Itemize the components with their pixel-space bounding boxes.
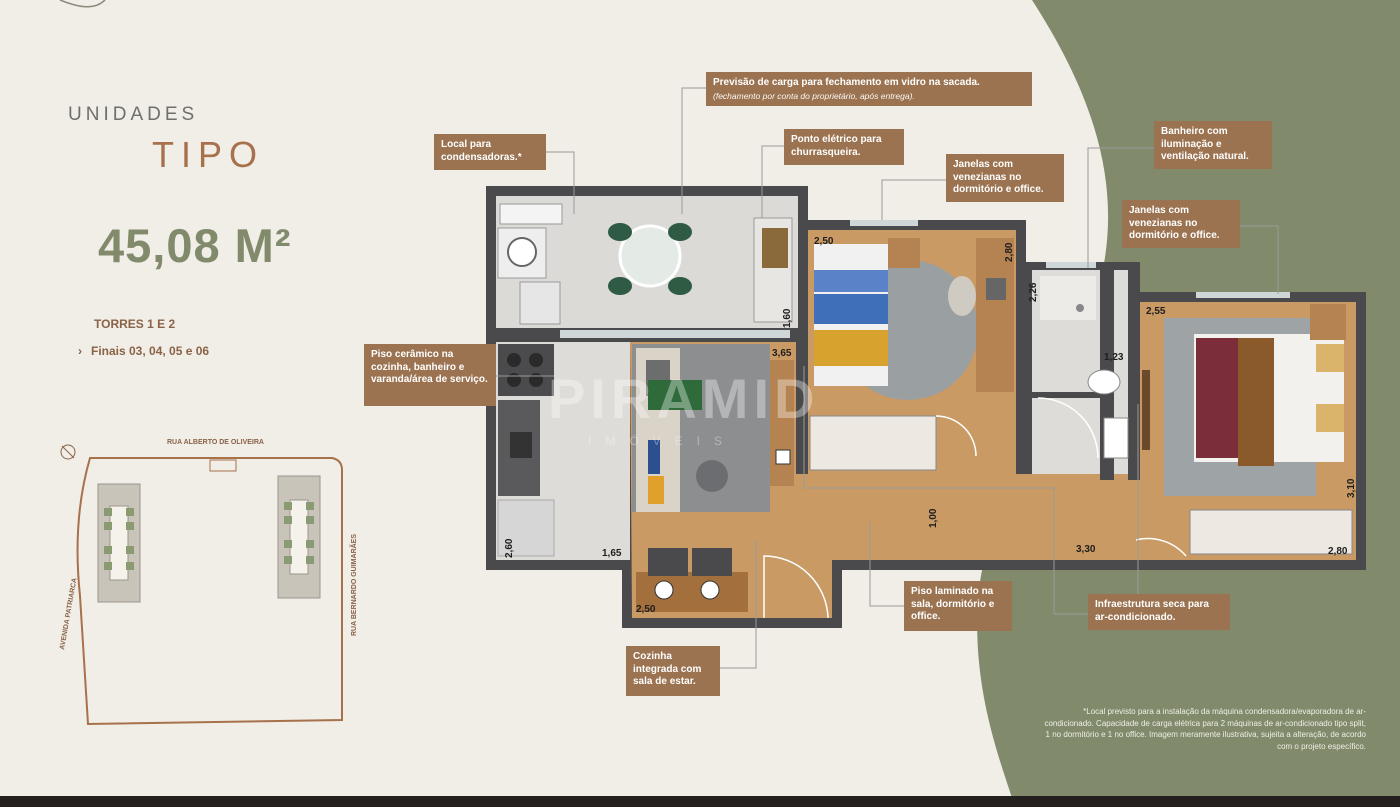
dim-3-65: 3,65 [772, 348, 792, 359]
chevron-right-icon: › [78, 344, 82, 358]
dim-2-60: 2,60 [504, 538, 515, 558]
callout-ceramic-floor: Piso cerâmico na cozinha, banheiro e var… [364, 344, 496, 406]
callout-windows-1: Janelas com venezianas no dormitório e o… [946, 154, 1064, 202]
finals-text: Finais 03, 04, 05 e 06 [91, 344, 210, 358]
units-label: UNIDADES [68, 104, 199, 125]
street-left: AVENIDA PATRIARCA [59, 577, 79, 650]
dim-3-30: 3,30 [1076, 544, 1096, 555]
dim-2-26: 2,26 [1028, 282, 1039, 302]
footnote: *Local previsto para a instalação da máq… [1044, 707, 1366, 751]
callout-bathroom-light: Banheiro com iluminação e ventilação nat… [1154, 121, 1272, 169]
street-right: RUA BERNARDO GUIMARÃES [349, 534, 358, 636]
dim-2-50-bedroom: 2,50 [814, 236, 834, 247]
dim-2-50-dining: 2,50 [636, 604, 656, 615]
street-top: RUA ALBERTO DE OLIVEIRA [167, 439, 264, 446]
site-plan: RUA ALBERTO DE OLIVEIRA AVENIDA PATRIARC… [59, 439, 358, 726]
dim-1-23: 1,23 [1104, 352, 1124, 363]
callout-glass-closing-load: Previsão de carga para fechamento em vid… [706, 72, 1032, 106]
dim-1-00: 1,00 [928, 508, 939, 528]
callout-laminate-floor: Piso laminado na sala, dormitório e offi… [904, 581, 1012, 631]
dim-2-80-b: 2,80 [1328, 546, 1348, 557]
watermark-logo: PIRAMID [548, 367, 820, 430]
callout-windows-2: Janelas com venezianas no dormitório e o… [1122, 200, 1240, 248]
dim-2-80: 2,80 [1004, 242, 1015, 262]
area-value: 45,08 M² [98, 219, 292, 272]
bottom-bar [0, 796, 1400, 807]
finals-label: › Finais 03, 04, 05 e 06 [78, 344, 209, 358]
unit-plan [486, 87, 1366, 669]
watermark-subtitle: IMÓVEIS [588, 434, 737, 448]
dim-2-55: 2,55 [1146, 306, 1166, 317]
dim-1-65: 1,65 [602, 548, 622, 559]
callout-integrated-kitchen: Cozinha integrada com sala de estar. [626, 646, 720, 696]
towers-label: TORRES 1 E 2 [94, 317, 176, 331]
callout-glass-closing-note: (fechamento por conta do proprietário, a… [713, 90, 915, 101]
tower-2 [277, 475, 321, 599]
callout-condensers: Local para condensadoras.* [434, 134, 546, 170]
dim-1-60: 1,60 [782, 308, 793, 328]
tower-1 [97, 483, 141, 603]
dim-3-10: 3,10 [1346, 478, 1357, 498]
compass-icon [60, 444, 76, 460]
callout-barbecue-outlet: Ponto elétrico para churrasqueira. [784, 129, 904, 165]
type-label: TIPO [152, 134, 265, 175]
callout-ac-infrastructure: Infraestrutura seca para ar-condicionado… [1088, 594, 1230, 630]
